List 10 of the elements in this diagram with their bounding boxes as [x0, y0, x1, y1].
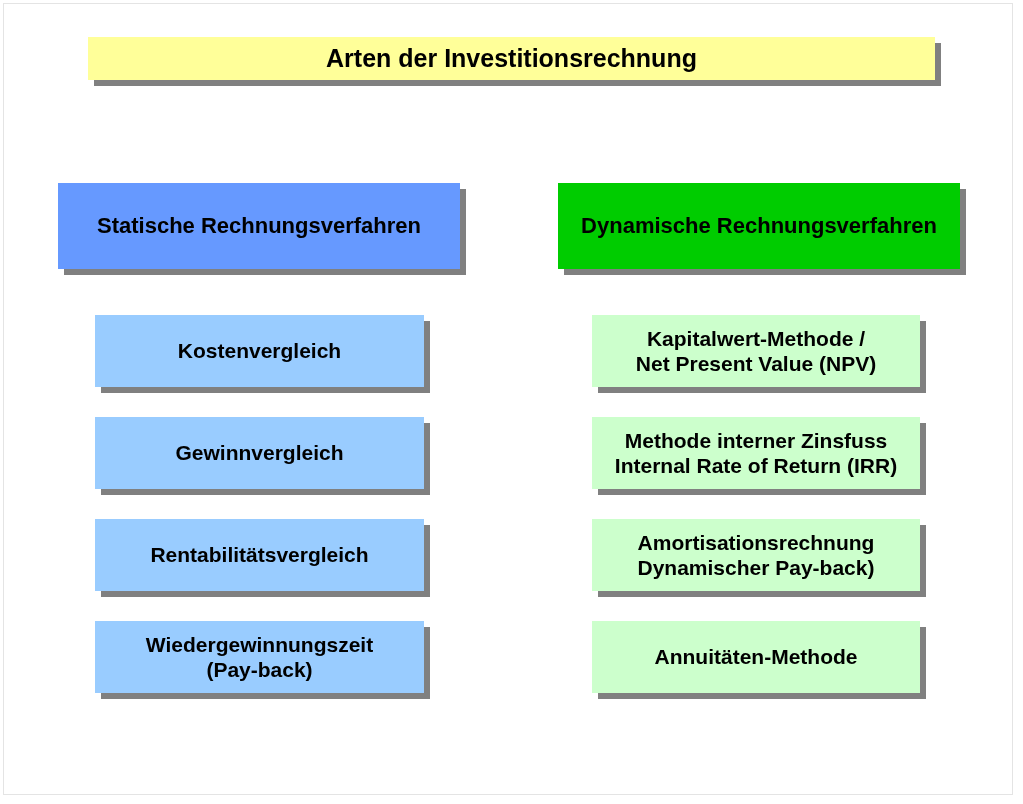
header-label: Statische Rechnungsverfahren [97, 212, 421, 240]
method-label: Amortisationsrechnung Dynamischer Pay-back) [636, 529, 876, 581]
header-label: Dynamische Rechnungsverfahren [581, 212, 937, 240]
method-label: Annuitäten-Methode [654, 644, 858, 670]
method-label: Kostenvergleich [177, 338, 342, 364]
method-label: Methode interner Zinsfuss Internal Rate of Return (IRR) [613, 427, 899, 479]
method-label: Kapitalwert-Methode / Net Present Value (NPV) [634, 325, 878, 377]
method-label: Wiedergewinnungszeit (Pay-back) [144, 631, 375, 683]
method-label: Rentabilitätsvergleich [150, 542, 369, 568]
method-label: Gewinnvergleich [175, 440, 344, 466]
